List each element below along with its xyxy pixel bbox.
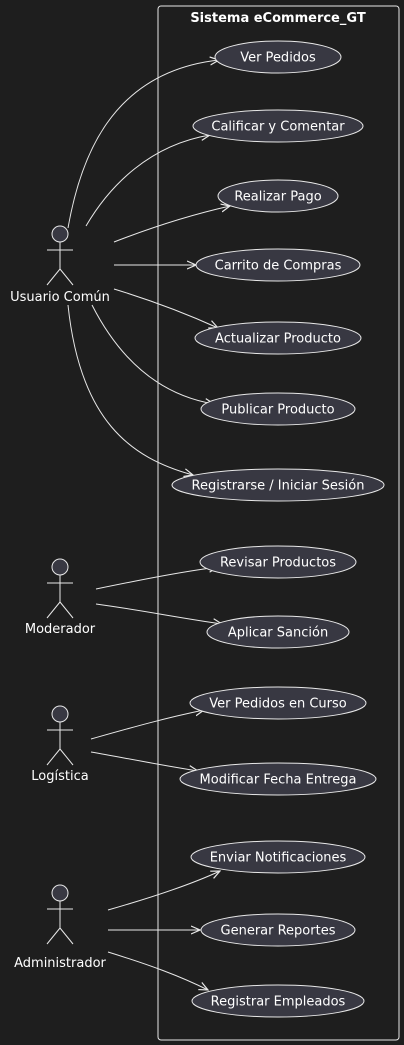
- actor-moderador: Moderador: [25, 558, 96, 637]
- association-logistica-uc11: [90, 751, 198, 771]
- association-usuario-uc1: [67, 60, 219, 229]
- system-boundary: Sistema eCommerce_GT: [157, 5, 400, 1041]
- use-case-label: Generar Reportes: [221, 924, 336, 939]
- association-admin-uc14: [107, 951, 208, 990]
- use-case-uc7: Registrarse / Iniciar Sesión: [171, 468, 385, 502]
- use-case-label: Registrar Empleados: [211, 995, 346, 1010]
- actor-label: Usuario Común: [10, 290, 110, 305]
- use-case-label: Publicar Producto: [221, 403, 334, 418]
- actors: Usuario ComúnModeradorLogísticaAdministr…: [10, 225, 110, 971]
- use-case-label: Ver Pedidos en Curso: [209, 697, 347, 712]
- use-case-uc10: Ver Pedidos en Curso: [189, 686, 367, 720]
- use-case-uc1: Ver Pedidos: [214, 40, 342, 74]
- use-case-uc3: Realizar Pago: [217, 179, 339, 213]
- use-case-label: Aplicar Sanción: [228, 626, 328, 641]
- use-case-uc14: Registrar Empleados: [191, 984, 365, 1018]
- use-case-uc13: Generar Reportes: [200, 913, 356, 947]
- actor-label: Moderador: [25, 622, 96, 637]
- actor-label: Logística: [31, 769, 88, 784]
- use-case-label: Enviar Notificaciones: [210, 851, 347, 866]
- use-case-uc11: Modificar Fecha Entrega: [179, 762, 377, 796]
- use-case-label: Carrito de Compras: [215, 259, 342, 274]
- use-case-label: Calificar y Comentar: [211, 120, 345, 135]
- use-case-uc9: Aplicar Sanción: [206, 615, 350, 649]
- association-usuario-uc2: [85, 135, 210, 227]
- use-case-uc6: Publicar Producto: [200, 392, 356, 426]
- association-usuario-uc5: [113, 288, 218, 328]
- use-case-uc5: Actualizar Producto: [194, 321, 362, 355]
- association-logistica-uc10: [90, 710, 204, 740]
- association-moderador-uc9: [95, 603, 222, 624]
- use-case-label: Registrarse / Iniciar Sesión: [192, 479, 365, 494]
- association-admin-uc12: [107, 871, 220, 911]
- association-usuario-uc7: [67, 304, 193, 475]
- actor-admin: Administrador: [14, 884, 107, 971]
- actor-logistica: Logística: [31, 705, 89, 784]
- use-case-label: Actualizar Producto: [215, 332, 341, 347]
- use-case-label: Ver Pedidos: [240, 51, 316, 66]
- use-case-uc2: Calificar y Comentar: [192, 109, 364, 143]
- association-usuario-uc6: [91, 304, 214, 404]
- actor-label: Administrador: [14, 956, 106, 971]
- use-case-label: Modificar Fecha Entrega: [200, 773, 357, 788]
- use-case-label: Revisar Productos: [220, 556, 336, 571]
- association-usuario-uc3: [113, 206, 230, 243]
- use-case-uc8: Revisar Productos: [199, 545, 357, 579]
- association-moderador-uc8: [95, 567, 218, 590]
- actor-usuario: Usuario Común: [10, 225, 110, 305]
- use-case-uc4: Carrito de Compras: [195, 248, 361, 282]
- associations: [67, 60, 230, 990]
- use-case-label: Realizar Pago: [234, 190, 321, 205]
- system-title: Sistema eCommerce_GT: [190, 11, 366, 26]
- use-case-uc12: Enviar Notificaciones: [190, 840, 366, 874]
